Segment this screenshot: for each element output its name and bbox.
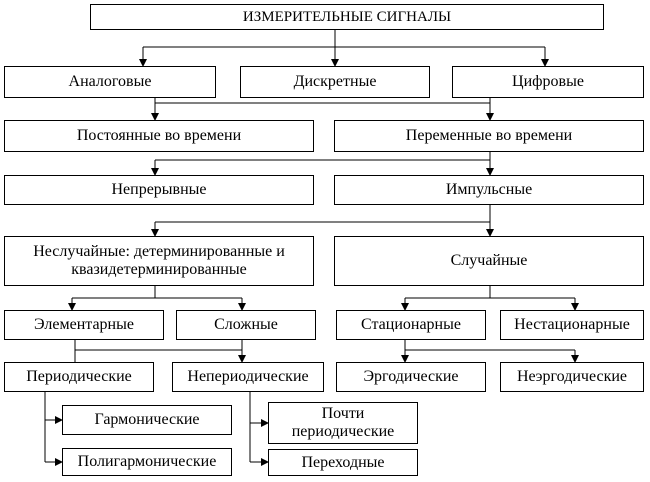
node-complex: Сложные xyxy=(176,310,316,340)
node-transient: Переходные xyxy=(268,449,418,476)
node-aperiodic: Непериодические xyxy=(172,362,324,392)
node-measurement-signals: ИЗМЕРИТЕЛЬНЫЕ СИГНАЛЫ xyxy=(90,4,604,30)
node-variable-in-time: Переменные во времени xyxy=(334,120,644,152)
node-discrete: Дискретные xyxy=(240,66,430,98)
node-almost-periodic: Почти периодические xyxy=(268,402,418,444)
node-harmonic: Гармонические xyxy=(62,405,232,435)
node-stationary: Стационарные xyxy=(336,310,486,340)
node-continuous: Непрерывные xyxy=(4,175,314,205)
node-nonstationary: Нестационарные xyxy=(500,310,644,340)
node-pulse: Импульсные xyxy=(334,175,644,205)
node-analog: Аналоговые xyxy=(4,66,216,98)
node-polyharmonic: Полигармонические xyxy=(62,448,232,476)
node-periodic: Периодические xyxy=(4,362,154,392)
node-constant-in-time: Постоянные во времени xyxy=(4,120,314,152)
node-digital: Цифровые xyxy=(452,66,644,98)
node-nonrandom: Неслучайные: детерминированные и квазиде… xyxy=(4,236,314,286)
node-elementary: Элементарные xyxy=(4,310,164,340)
node-nonergodic: Неэргодические xyxy=(500,362,644,392)
node-ergodic: Эргодические xyxy=(336,362,486,392)
node-random: Случайные xyxy=(334,236,644,286)
